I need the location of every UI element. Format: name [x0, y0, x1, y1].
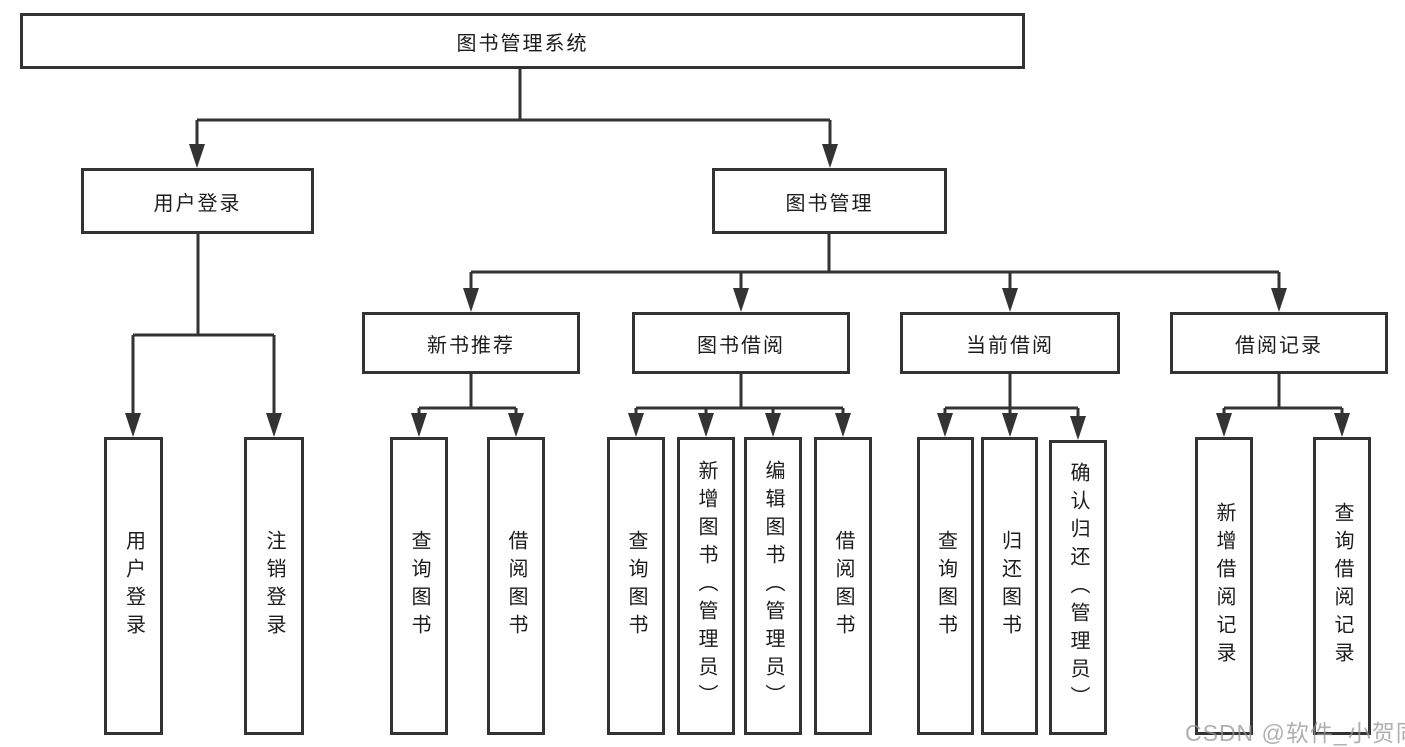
- connector-borrow-records: [1222, 374, 1344, 433]
- node-current-borrow: 当前借阅: [900, 312, 1120, 374]
- node-label: 借阅记录: [1235, 334, 1323, 357]
- leaf-confirm-return-admin: 确认归还（管理员）: [1049, 440, 1107, 735]
- leaf-logout: 注销登录: [244, 437, 304, 735]
- node-user-login: 用户登录: [81, 168, 314, 234]
- leaf-borrow-books-recommend: 借阅图书: [487, 437, 545, 735]
- node-label: 用户登录: [153, 192, 242, 215]
- node-label: 查询图书: [625, 530, 647, 642]
- node-label: 新书推荐: [427, 334, 515, 357]
- node-label: 图书借阅: [697, 334, 785, 357]
- leaf-query-borrow-record: 查询借阅记录: [1313, 437, 1371, 735]
- leaf-add-books-admin: 新增图书（管理员）: [677, 437, 735, 735]
- leaf-add-borrow-record: 新增借阅记录: [1195, 437, 1253, 735]
- node-label: 用户登录: [122, 530, 145, 642]
- node-label: 当前借阅: [966, 334, 1054, 357]
- connector-new-book: [417, 374, 518, 433]
- node-borrow-records: 借阅记录: [1170, 312, 1388, 374]
- node-book-management: 图书管理: [712, 168, 947, 234]
- node-label: 确认归还（管理员）: [1067, 461, 1089, 714]
- node-new-book-recommend: 新书推荐: [362, 312, 580, 374]
- connector-root: [195, 69, 832, 164]
- node-label: 查询借阅记录: [1331, 502, 1353, 670]
- leaf-query-books-current: 查询图书: [917, 437, 974, 735]
- connector-book-management: [469, 234, 1281, 308]
- leaf-return-books: 归还图书: [981, 437, 1038, 735]
- node-label: 查询图书: [408, 530, 430, 642]
- node-label: 注销登录: [263, 530, 285, 642]
- leaf-user-login: 用户登录: [104, 437, 163, 735]
- node-label: 借阅图书: [832, 530, 854, 642]
- node-label: 编辑图书（管理员）: [762, 460, 784, 712]
- connector-user-login: [131, 234, 276, 433]
- arrowheads: [125, 144, 1350, 440]
- leaf-borrow-books: 借阅图书: [814, 437, 872, 735]
- csdn-watermark: CSDN @软件_小贺同学: [1185, 720, 1405, 746]
- node-library-system: 图书管理系统: [20, 13, 1025, 69]
- leaf-query-books-borrow: 查询图书: [607, 437, 665, 735]
- node-label: 新增借阅记录: [1213, 502, 1235, 670]
- node-label: 新增图书（管理员）: [695, 460, 717, 712]
- leaf-edit-books-admin: 编辑图书（管理员）: [744, 437, 802, 735]
- node-book-borrow: 图书借阅: [632, 312, 850, 374]
- node-label: 图书管理: [785, 192, 874, 215]
- node-label: 归还图书: [998, 530, 1021, 642]
- node-label: 图书管理系统: [456, 32, 589, 55]
- leaf-query-books-recommend: 查询图书: [390, 437, 448, 735]
- node-label: 借阅图书: [505, 530, 527, 642]
- node-label: 查询图书: [934, 530, 957, 642]
- connector-book-borrow: [634, 374, 845, 433]
